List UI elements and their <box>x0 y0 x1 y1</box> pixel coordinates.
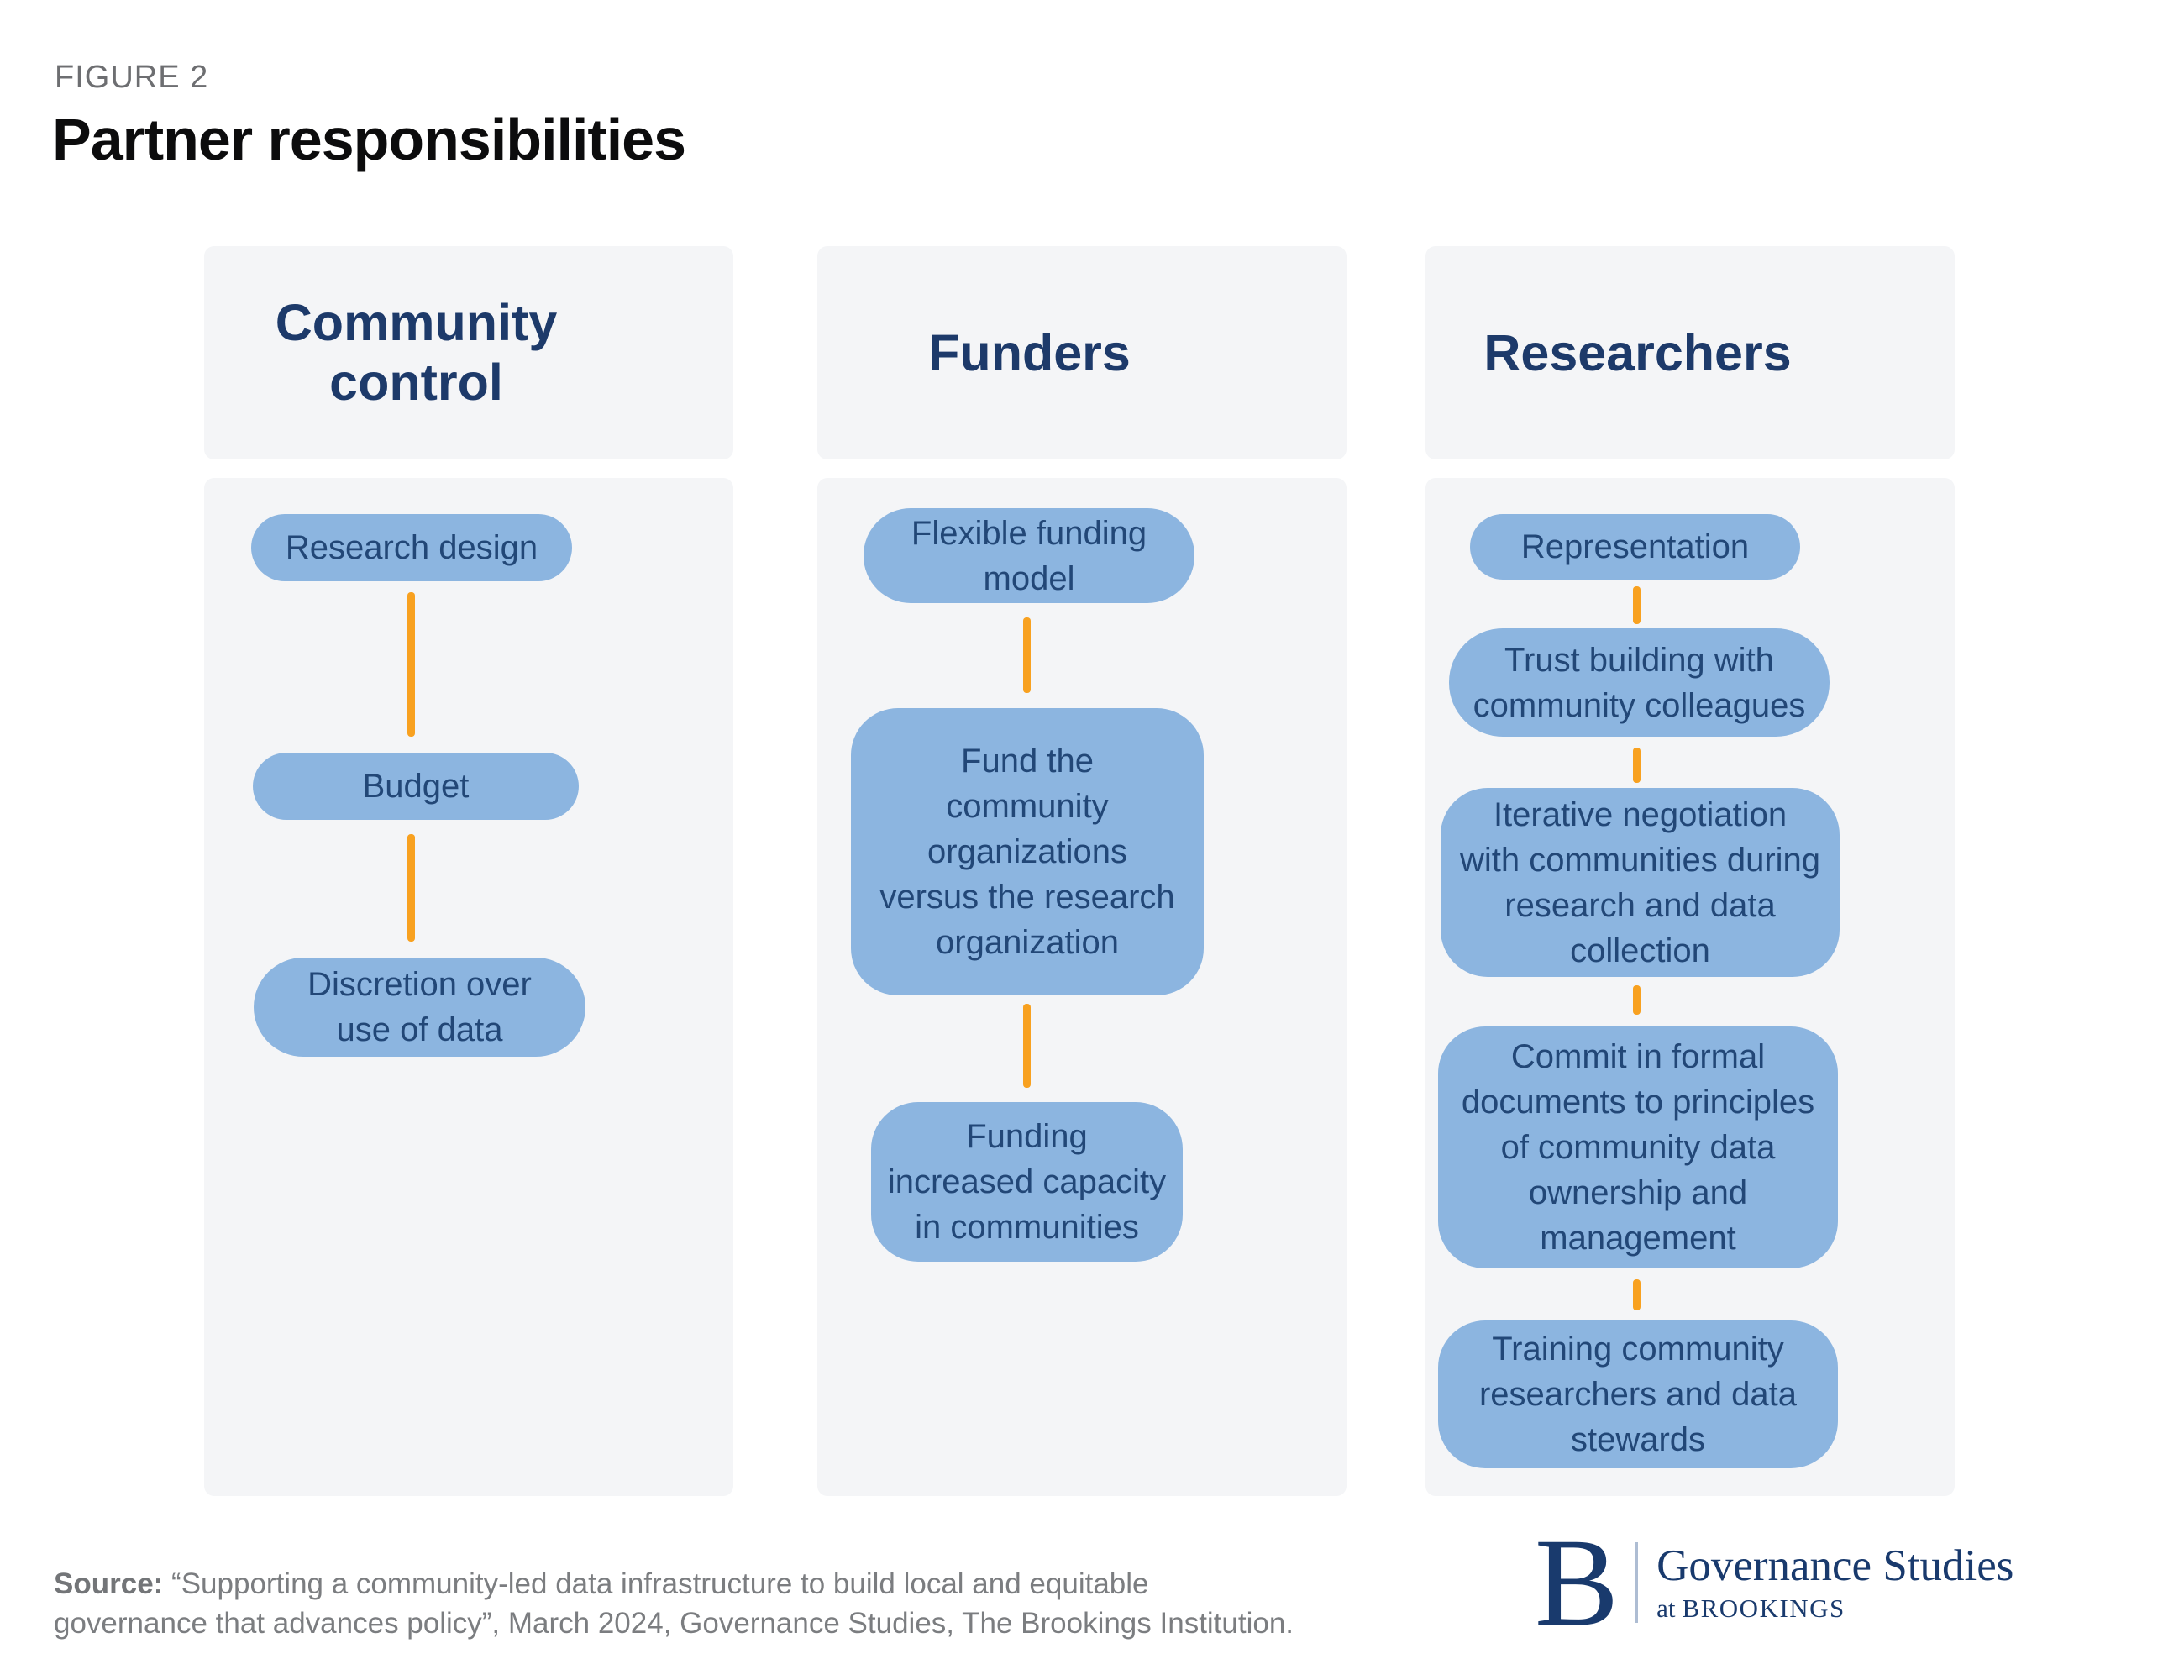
connector-line <box>1633 748 1641 783</box>
column-title: Funders <box>928 323 1131 381</box>
logo-tagline-brookings: BROOKINGS <box>1682 1593 1845 1623</box>
column-header-researchers: Researchers <box>1425 246 1955 459</box>
figure-title: Partner responsibilities <box>52 107 686 172</box>
diagram-box: Representation <box>1470 514 1800 580</box>
logo-divider <box>1635 1542 1639 1623</box>
diagram-box-label: Training community researchers and data … <box>1478 1331 1797 1458</box>
diagram-box-label: Flexible funding model <box>911 514 1147 597</box>
connector-line <box>1023 617 1031 693</box>
column-body-researchers: Representation Trust building with commu… <box>1425 478 1955 1496</box>
brookings-monogram: B <box>1535 1513 1620 1652</box>
diagram-box: Flexible funding model <box>864 508 1194 603</box>
figure-label: FIGURE 2 <box>55 60 209 95</box>
diagram-box: Research design <box>251 514 572 581</box>
diagram-box: Training community researchers and data … <box>1438 1320 1838 1468</box>
column-title: Researchers <box>1483 323 1792 381</box>
connector-line <box>407 834 415 942</box>
source-label: Source: <box>54 1567 164 1600</box>
source-text: “Supporting a community-led data infrast… <box>54 1567 1294 1640</box>
diagram-box-label: Funding increased capacity in communitie… <box>887 1118 1167 1246</box>
diagram-box-label: Representation <box>1520 528 1750 565</box>
connector-line <box>1633 586 1641 624</box>
column-header-funders: Funders <box>817 246 1347 459</box>
diagram-box-label: Discretion over use of data <box>307 966 532 1048</box>
logo-tagline-prefix: at <box>1656 1593 1676 1623</box>
diagram-box-label: Fund the community organizations versus … <box>879 743 1175 961</box>
diagram-box: Funding increased capacity in communitie… <box>871 1102 1183 1262</box>
diagram-box: Discretion over use of data <box>254 958 585 1057</box>
connector-line <box>1633 1279 1641 1310</box>
diagram-box-label: Research design <box>285 529 538 566</box>
diagram-box: Fund the community organizations versus … <box>851 708 1204 995</box>
column-header-community-control: Community control <box>204 246 733 459</box>
diagram-box: Budget <box>253 753 579 820</box>
diagram-box: Commit in formal documents to principles… <box>1438 1026 1838 1268</box>
diagram-box-label: Budget <box>362 768 470 805</box>
column-body-community-control: Research design Budget Discretion over u… <box>204 478 733 1496</box>
connector-line <box>1633 985 1641 1015</box>
diagram-box-label: Iterative negotiation with communities d… <box>1459 795 1821 969</box>
connector-line <box>407 592 415 737</box>
column-title: Community control <box>275 294 558 411</box>
diagram-box-label: Commit in formal documents to principles… <box>1461 1038 1815 1257</box>
source-note: Source: “Supporting a community-led data… <box>54 1564 1294 1643</box>
diagram-box: Iterative negotiation with communities d… <box>1441 788 1840 977</box>
logo-org-name: Governance Studies <box>1656 1541 2014 1590</box>
diagram-box: Trust building with community colleagues <box>1449 628 1830 737</box>
diagram-box-label: Trust building with community colleagues <box>1473 641 1806 724</box>
column-body-funders: Flexible funding model Fund the communit… <box>817 478 1347 1496</box>
connector-line <box>1023 1004 1031 1088</box>
